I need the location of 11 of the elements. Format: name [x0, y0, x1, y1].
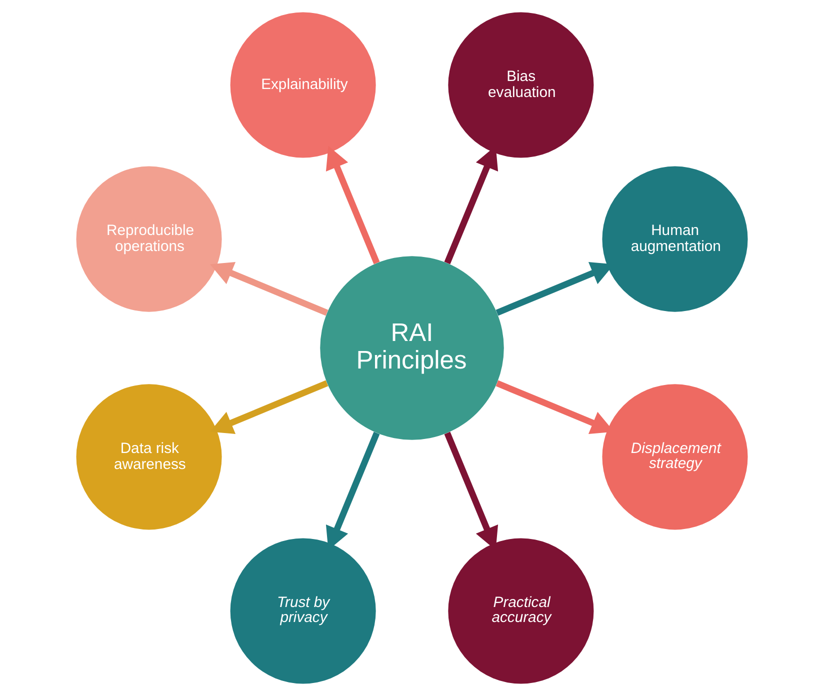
- node-circle: Bias evaluation: [448, 12, 594, 158]
- node-circle: Displacement strategy: [602, 384, 748, 530]
- node-circle: Data risk awareness: [76, 384, 222, 530]
- node-circle: Human augmentation: [602, 166, 748, 312]
- node-circle: Trust by privacy: [230, 538, 376, 684]
- node-circle: Reproducible operations: [76, 166, 222, 312]
- node-circle: Explainability: [230, 12, 376, 158]
- arrow: [325, 146, 380, 264]
- node-circle: Practical accuracy: [448, 538, 594, 684]
- arrow: [209, 262, 328, 316]
- node-circle: RAI Principles: [320, 256, 504, 440]
